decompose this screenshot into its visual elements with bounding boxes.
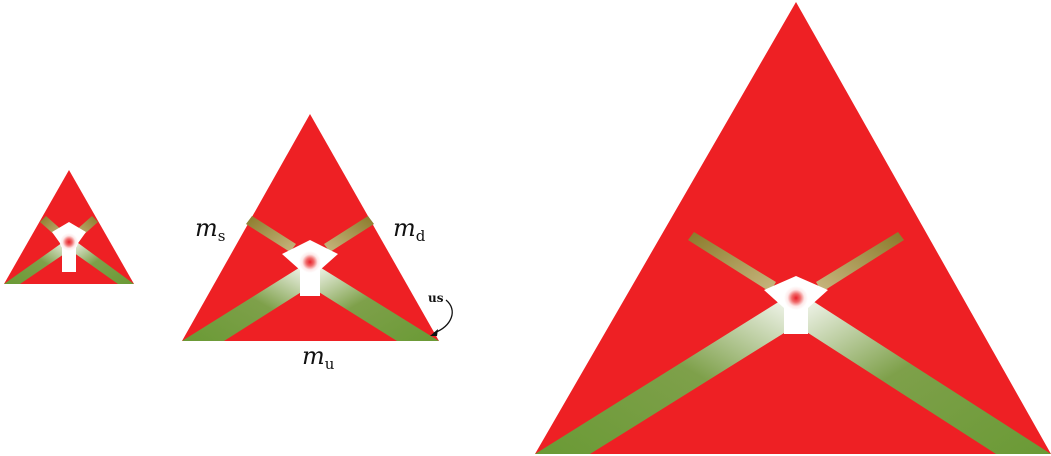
large-triangle — [535, 2, 1051, 454]
small-center-dot — [60, 233, 78, 251]
medium-triangle — [182, 114, 439, 341]
label-m-s: ms — [195, 214, 225, 245]
medium-triangle-group — [182, 114, 439, 341]
medium-arm-left — [246, 216, 296, 252]
large-center-dot — [784, 286, 808, 310]
large-arm-left — [688, 232, 776, 292]
small-band-right — [70, 240, 134, 284]
label-m-d: md — [393, 214, 426, 245]
label-m-u: mu — [302, 342, 335, 373]
label-us: us — [428, 291, 444, 305]
medium-center-dot — [299, 251, 321, 273]
small-band-left — [4, 240, 70, 284]
large-triangle-group — [535, 2, 1051, 454]
medium-band-right — [306, 266, 439, 341]
us-arrowhead — [430, 329, 438, 336]
large-band-right — [788, 296, 1051, 454]
large-band-left — [535, 296, 805, 454]
small-triangle-group — [4, 170, 134, 284]
medium-band-left — [182, 266, 314, 341]
us-pointer-arrow — [433, 299, 453, 334]
medium-arm-right — [324, 216, 374, 252]
large-arm-right — [816, 232, 904, 292]
